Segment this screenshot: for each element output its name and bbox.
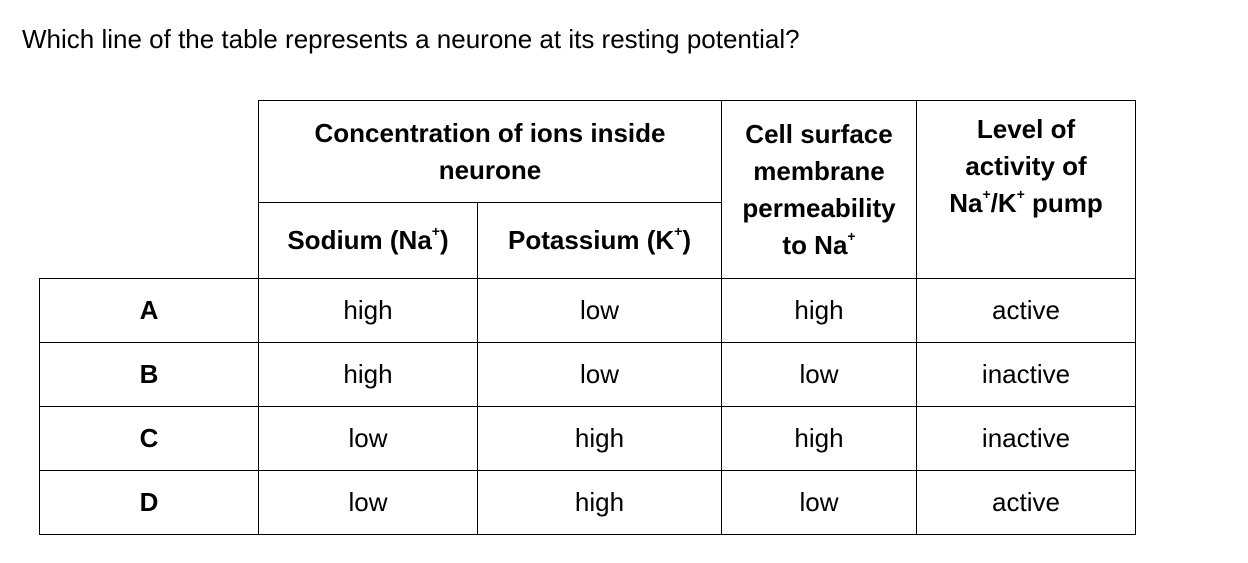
table-row: B high low low inactive (39, 342, 1136, 407)
pump-cell: inactive (916, 406, 1136, 471)
permeability-cell: low (721, 342, 917, 407)
table-row: D low high low active (39, 470, 1136, 535)
header-sodium-close: ) (439, 225, 449, 255)
pump-cell: inactive (916, 342, 1136, 407)
potassium-cell: high (477, 406, 722, 471)
table-row: A high low high active (39, 278, 1136, 343)
header-pump-slash-k: /K (990, 188, 1017, 218)
header-pump-word: pump (1024, 188, 1103, 218)
answer-table: Concentration of ions inside neurone Cel… (39, 100, 1136, 535)
header-pump-line1: Level of (976, 114, 1076, 144)
table-row: C low high high inactive (39, 406, 1136, 471)
header-pump-sup2: + (1016, 186, 1025, 203)
header-permeability-line2: membrane (753, 155, 885, 186)
header-row-1: Concentration of ions inside neurone Cel… (39, 100, 1136, 279)
header-pump-sup1: + (982, 186, 991, 203)
sodium-cell: high (258, 278, 478, 343)
empty-corner-cell (39, 100, 259, 279)
row-label: B (39, 342, 259, 407)
header-potassium-sup: + (674, 223, 683, 240)
pump-cell: active (916, 278, 1136, 343)
header-permeability-line1: Cell surface (745, 118, 893, 149)
header-permeability: Cell surface membrane permeability to Na… (721, 100, 917, 279)
sodium-cell: high (258, 342, 478, 407)
header-pump-na: Na (949, 188, 983, 218)
sodium-cell: low (258, 470, 478, 535)
row-label: C (39, 406, 259, 471)
header-potassium: Potassium (K+) (477, 202, 722, 279)
row-label: D (39, 470, 259, 535)
potassium-cell: low (477, 278, 722, 343)
header-concentration: Concentration of ions inside neurone (258, 100, 722, 203)
pump-cell: active (916, 470, 1136, 535)
header-pump-line2: activity of (965, 151, 1087, 181)
question-text: Which line of the table represents a neu… (22, 24, 800, 54)
header-potassium-label: Potassium (K (507, 225, 675, 255)
header-sodium: Sodium (Na+) (258, 202, 478, 279)
permeability-cell: high (721, 278, 917, 343)
header-permeability-line3: permeability (742, 192, 896, 223)
header-row-2: Sodium (Na+) Potassium (K+) (40, 202, 1136, 279)
sodium-cell: low (258, 406, 478, 471)
header-concentration-text: Concentration of ions inside neurone (314, 117, 666, 185)
header-permeability-sup: + (847, 227, 856, 244)
header-pump: Level of activity of Na+/K+ pump (916, 100, 1136, 279)
header-potassium-close: ) (682, 225, 691, 255)
row-label: A (39, 278, 259, 343)
potassium-cell: high (477, 470, 722, 535)
header-sodium-sup: + (431, 223, 440, 240)
potassium-cell: low (477, 342, 722, 407)
header-sodium-label: Sodium (Na (287, 225, 432, 255)
header-permeability-line4: to Na (782, 229, 848, 260)
permeability-cell: high (721, 406, 917, 471)
permeability-cell: low (721, 470, 917, 535)
